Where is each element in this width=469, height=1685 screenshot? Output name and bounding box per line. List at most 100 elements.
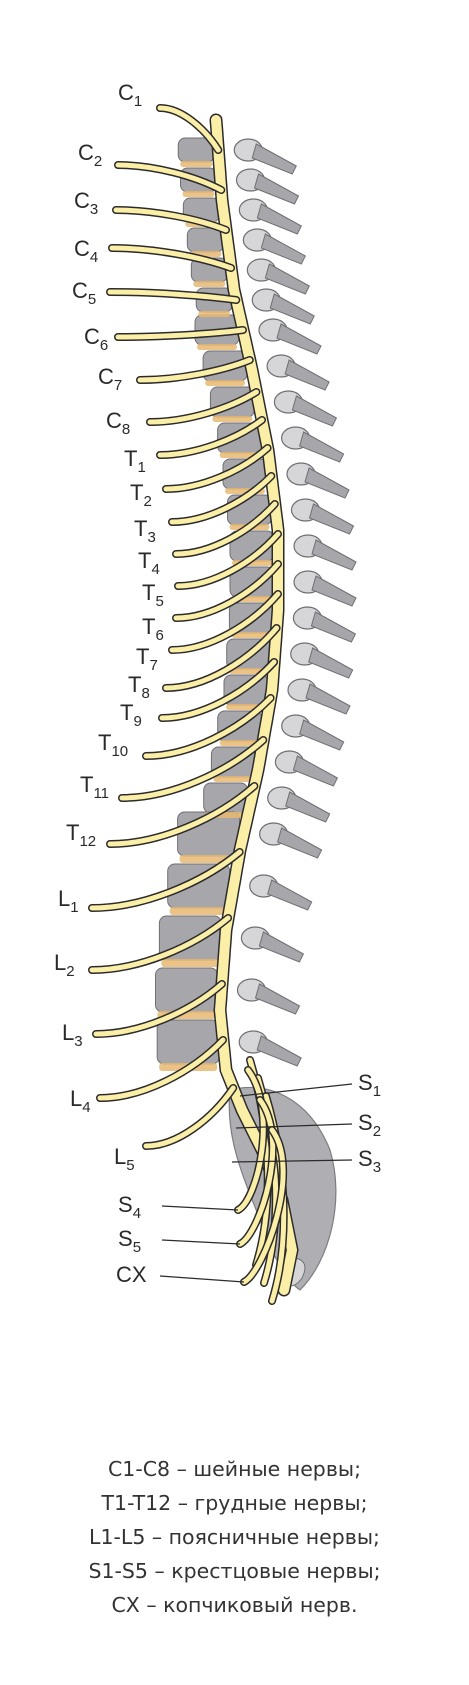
nerve-t4 [173,501,278,557]
legend-lumbar: L1-L5 – поясничные нервы; [89,1525,380,1549]
label-t9-letter: T [120,700,133,725]
label-l2-sub: 2 [66,963,74,980]
label-l1-sub: 1 [70,899,78,916]
nerve-l5 [143,1085,236,1149]
label-t7-letter: T [136,644,149,669]
leader-cx [159,1275,245,1283]
label-t2-sub: 2 [143,493,151,510]
legend: C1-C8 – шейные нервы; T1-T12 – грудные н… [0,1452,469,1622]
label-c5-sub: 5 [88,291,96,308]
label-t12-sub: 12 [79,833,96,850]
label-c4: C4 [74,236,98,266]
legend-sacral: S1-S5 – крестцовые нервы; [88,1559,381,1583]
label-t6-letter: T [142,614,155,639]
nerve-c1 [157,105,221,153]
nerve-l1 [89,849,243,911]
label-l4: L4 [70,1086,91,1116]
intervertebral-disc [169,907,228,915]
nerve-t1 [157,417,265,458]
spinous-process [284,359,330,391]
spinous-process [260,233,306,265]
intervertebral-disc [182,191,215,197]
label-l5: L5 [114,1144,135,1174]
label-c4-letter: C [74,236,90,261]
nerve-c4 [109,245,234,271]
vertebral-column [155,137,357,1291]
label-c1: C1 [118,80,142,110]
spinous-process [308,647,354,679]
spinous-process [291,395,338,427]
label-l3: L3 [62,1020,83,1050]
intervertebral-disc [231,632,272,638]
spinous-process [311,539,357,571]
intervertebral-disc [198,311,231,317]
label-t2-letter: T [130,480,143,505]
intervertebral-disc [161,959,220,967]
spinous-process [304,467,350,499]
leader-s1 [239,1083,353,1097]
spinal-cord [209,113,299,1297]
label-c7-letter: C [98,364,114,389]
label-t5-sub: 5 [155,593,163,610]
label-c5-letter: C [72,278,88,303]
spinous-process [267,879,313,911]
label-t3: T3 [134,516,156,546]
label-t11-letter: T [80,772,93,797]
label-s5-letter: S [118,1226,133,1251]
intervertebral-disc [193,281,226,287]
label-c6-letter: C [84,324,100,349]
nerve-labels: C1C2C3C4C5C6C7C8T1T2T3T4T5T6T7T8T9T10T11… [54,80,381,1287]
label-cx: CX [116,1262,147,1287]
label-t2: T2 [130,480,152,510]
spinous-process [292,755,339,787]
nerve-c5 [107,289,239,303]
label-t5: T5 [142,580,164,610]
label-t3-letter: T [134,516,147,541]
leader-s2 [235,1123,353,1129]
label-c6: C6 [84,324,108,354]
label-t10-letter: T [98,730,111,755]
label-c1-sub: 1 [134,93,142,110]
legend-coccygeal: CX – копчиковый нерв. [111,1593,358,1617]
label-s2: S2 [358,1110,381,1140]
label-l1-letter: L [58,886,70,911]
nerve-c8 [147,389,259,425]
nerve-l5-outline [142,1084,238,1150]
label-c4-sub: 4 [90,249,98,266]
label-c3-letter: C [74,188,90,213]
label-cx-letter: CX [116,1262,147,1287]
nerve-t12 [107,783,257,847]
spinous-process [264,263,310,295]
spinous-process [310,611,357,643]
nerve-t10 [143,695,274,759]
label-t11-sub: 11 [93,785,109,802]
label-t12-letter: T [66,820,79,845]
spinous-process [299,719,345,751]
spinous-process [258,931,305,963]
spinous-process [285,791,331,823]
label-t3-sub: 3 [147,529,155,546]
nerve-c7 [137,357,253,383]
label-t4: T4 [138,548,160,578]
leader-s3 [231,1159,353,1163]
nerve-t9 [159,659,277,721]
nerve-t7 [169,591,281,653]
intervertebral-disc [212,416,253,422]
spinous-process [276,323,322,355]
spinous-process [254,983,301,1015]
label-l3-sub: 3 [74,1033,82,1050]
label-l5-sub: 5 [126,1157,134,1174]
spinous-process [311,575,357,607]
nerve-cx [241,1127,286,1285]
label-s3-sub: 3 [373,1159,381,1176]
nerve-s5 [237,1097,276,1247]
spinous-process [269,293,315,325]
nerve-c6 [115,327,246,340]
label-s5-sub: 5 [133,1239,141,1256]
label-t9-sub: 9 [133,713,141,730]
label-l2-letter: L [54,950,66,975]
label-t7: T7 [136,644,158,674]
label-l3-letter: L [62,1020,74,1045]
label-c1-letter: C [118,80,134,105]
label-c3: C3 [74,188,98,218]
